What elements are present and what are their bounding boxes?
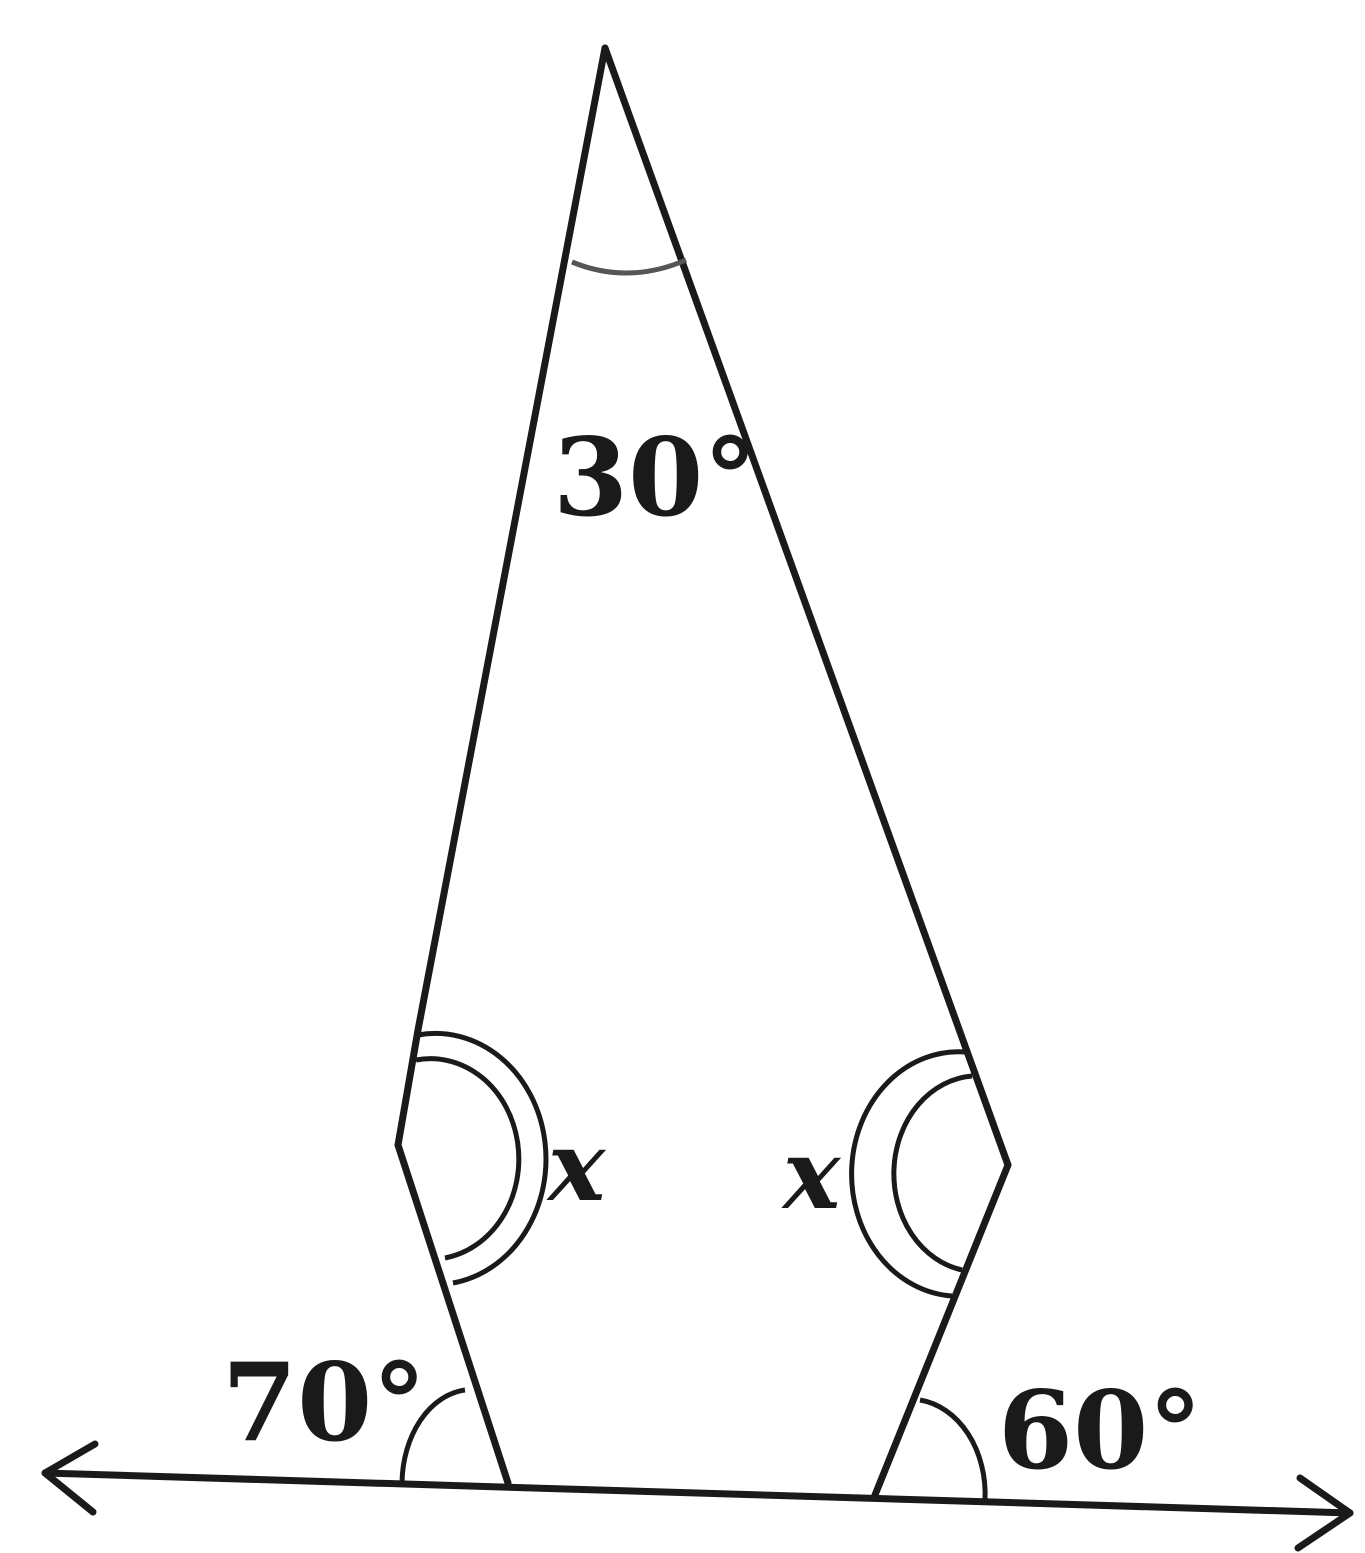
right-interior-arc-inner xyxy=(891,1073,973,1273)
right-interior-arc-outer xyxy=(849,1049,966,1299)
left-interior-arc-inner xyxy=(415,1056,522,1261)
left-upper-side xyxy=(414,44,609,1034)
right-base-angle-arc xyxy=(919,1397,988,1501)
right-lower-side xyxy=(871,1161,1012,1499)
left-interior-angle-label: x xyxy=(546,1110,607,1223)
apex-angle-label: 30° xyxy=(553,415,757,541)
left-lower-side xyxy=(394,1141,512,1487)
left-arrowhead xyxy=(41,1440,99,1516)
left-interior-arc-outer xyxy=(417,1030,549,1286)
left-base-angle-arc xyxy=(399,1387,466,1484)
apex-angle-arc xyxy=(571,257,687,276)
base-line xyxy=(41,1469,1354,1517)
right-upper-side xyxy=(601,44,1012,1169)
left-base-angle-label: 70° xyxy=(222,1340,426,1466)
left-elbow-upper xyxy=(394,1026,422,1149)
right-base-angle-label: 60° xyxy=(998,1368,1202,1494)
right-arrowhead xyxy=(1294,1474,1354,1552)
right-interior-angle-label: x xyxy=(781,1118,842,1231)
